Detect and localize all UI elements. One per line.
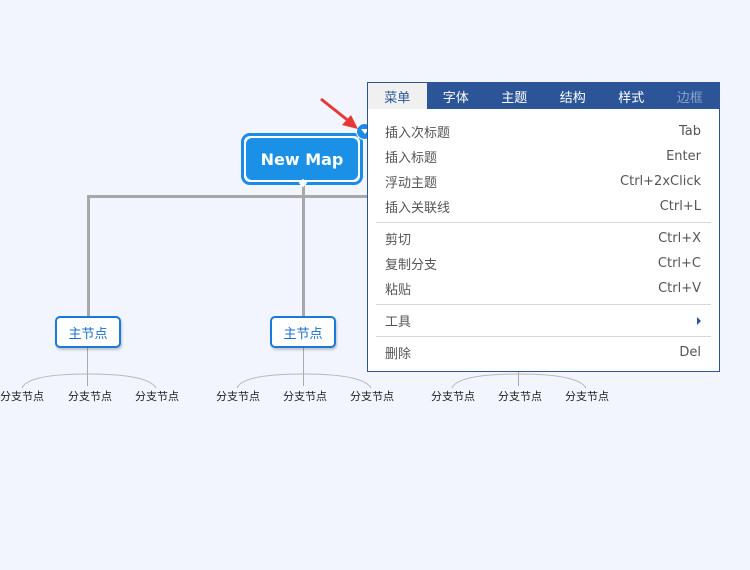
connector-line xyxy=(87,195,90,317)
context-menu: 菜单 字体 主题 结构 样式 边框 插入次标题 Tab 插入标题 Enter 浮动主… xyxy=(367,82,720,372)
submenu-arrow-icon xyxy=(697,316,701,325)
root-notch xyxy=(298,178,308,188)
annotation-arrow-icon xyxy=(320,97,358,129)
menu-item-shortcut: Tab xyxy=(678,124,701,139)
menu-item-shortcut: Ctrl+X xyxy=(658,231,701,246)
branch-arc xyxy=(236,373,372,389)
menu-divider xyxy=(376,222,711,223)
menu-item-shortcut: Ctrl+C xyxy=(657,256,701,271)
tab-theme[interactable]: 主题 xyxy=(501,90,528,106)
tab-structure[interactable]: 结构 xyxy=(559,90,586,106)
connector-line xyxy=(302,185,305,317)
tab-style[interactable]: 样式 xyxy=(618,90,645,106)
menu-item-label: 粘贴 xyxy=(385,283,412,298)
menu-tabs: 菜单 字体 主题 结构 样式 边框 xyxy=(368,83,719,109)
branch-node[interactable]: 分支节点 xyxy=(498,390,542,403)
branch-arc xyxy=(451,373,587,389)
branch-node[interactable]: 分支节点 xyxy=(283,390,327,403)
menu-item-insert-topic[interactable]: 插入标题 Enter xyxy=(368,144,719,169)
menu-item-label: 插入次标题 xyxy=(385,126,451,141)
root-node-label: New Map xyxy=(246,138,358,180)
branch-node[interactable]: 分支节点 xyxy=(68,390,112,403)
menu-item-label: 工具 xyxy=(385,315,412,330)
menu-item-delete[interactable]: 删除 Del xyxy=(368,340,719,365)
menu-item-label: 删除 xyxy=(385,347,412,362)
branch-node[interactable]: 分支节点 xyxy=(350,390,394,403)
menu-item-label: 浮动主题 xyxy=(385,176,438,191)
menu-item-label: 复制分支 xyxy=(385,258,438,273)
menu-item-insert-subtopic[interactable]: 插入次标题 Tab xyxy=(368,119,719,144)
menu-item-floating-topic[interactable]: 浮动主题 Ctrl+2xClick xyxy=(368,169,719,194)
main-node[interactable]: 主节点 xyxy=(55,316,121,348)
menu-item-label: 剪切 xyxy=(385,233,412,248)
menu-item-tools[interactable]: 工具 xyxy=(368,308,719,333)
tab-border[interactable]: 边框 xyxy=(676,90,703,106)
menu-item-cut[interactable]: 剪切 Ctrl+X xyxy=(368,226,719,251)
branch-node[interactable]: 分支节点 xyxy=(565,390,609,403)
connector-line xyxy=(87,348,88,386)
menu-item-shortcut: Ctrl+V xyxy=(658,281,701,296)
tab-menu[interactable]: 菜单 xyxy=(368,83,427,109)
menu-item-label: 插入关联线 xyxy=(385,201,451,216)
menu-divider xyxy=(376,304,711,305)
branch-node[interactable]: 分支节点 xyxy=(0,390,44,403)
root-node[interactable]: New Map xyxy=(241,133,363,188)
connector-line xyxy=(87,195,370,198)
menu-item-insert-relationship[interactable]: 插入关联线 Ctrl+L xyxy=(368,194,719,219)
branch-node[interactable]: 分支节点 xyxy=(135,390,179,403)
tab-font[interactable]: 字体 xyxy=(442,90,469,106)
branch-node[interactable]: 分支节点 xyxy=(431,390,475,403)
menu-item-shortcut: Del xyxy=(679,345,701,360)
branch-node[interactable]: 分支节点 xyxy=(216,390,260,403)
menu-item-copy-branch[interactable]: 复制分支 Ctrl+C xyxy=(368,251,719,276)
menu-item-paste[interactable]: 粘贴 Ctrl+V xyxy=(368,276,719,301)
connector-line xyxy=(303,348,304,386)
menu-item-shortcut: Ctrl+L xyxy=(659,199,701,214)
connector-line xyxy=(518,372,519,386)
menu-item-shortcut: Ctrl+2xClick xyxy=(620,174,701,189)
menu-divider xyxy=(376,336,711,337)
menu-item-shortcut: Enter xyxy=(666,149,701,164)
main-node[interactable]: 主节点 xyxy=(270,316,336,348)
branch-arc xyxy=(21,373,157,389)
menu-item-label: 插入标题 xyxy=(385,151,438,166)
